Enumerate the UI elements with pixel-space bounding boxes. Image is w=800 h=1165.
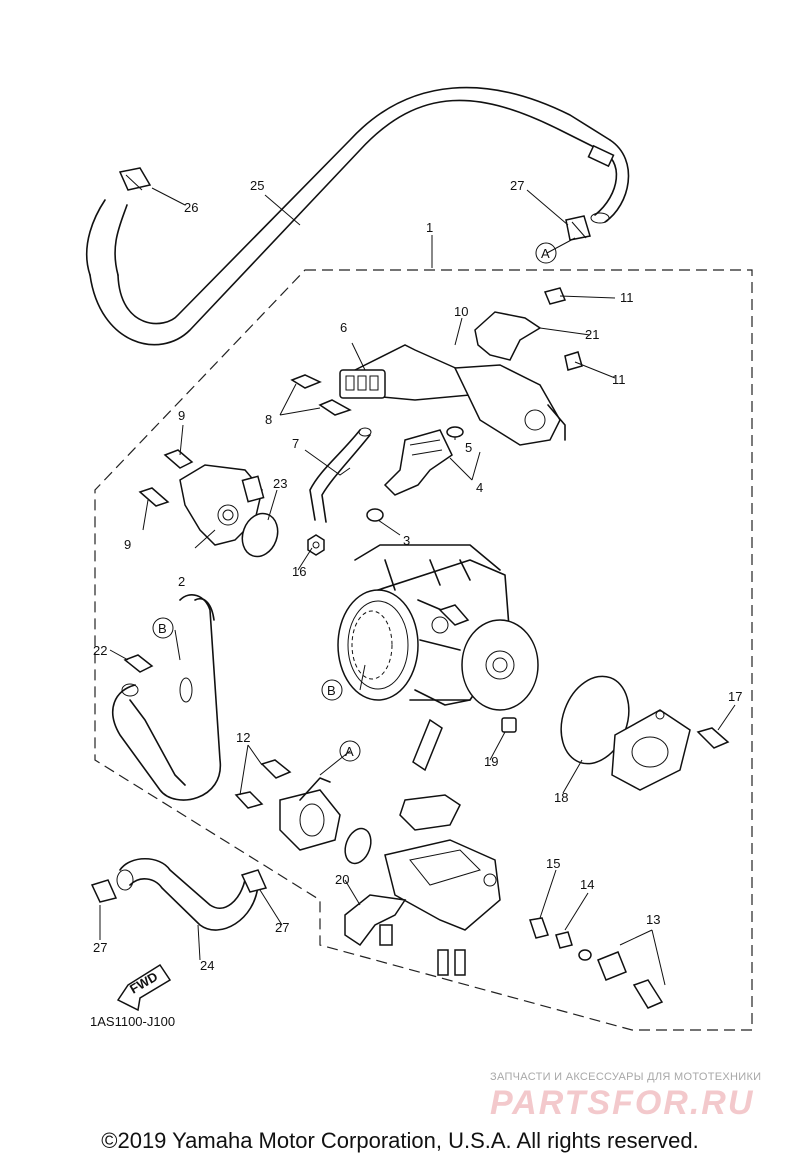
throttle-body-exploded-diagram: FWD: [85, 86, 753, 1031]
callout-12: 12: [236, 730, 250, 745]
ref-b-body: B: [327, 683, 336, 698]
bracket-20: [344, 894, 407, 947]
callout-9-bottom: 9: [124, 537, 131, 552]
ref-b-left: B: [158, 621, 167, 636]
callout-14: 14: [580, 877, 594, 892]
callout-20: 20: [335, 872, 349, 887]
ref-a-lower: A: [345, 744, 354, 759]
idle-adjust-parts: [529, 917, 664, 1009]
callout-24: 24: [200, 958, 214, 973]
throttle-position-sensor-2: [179, 464, 265, 546]
callout-18: 18: [554, 790, 568, 805]
throttle-body: [337, 544, 539, 711]
gasket: [399, 794, 461, 831]
callout-23: 23: [273, 476, 287, 491]
hose-clip-27-left: [90, 879, 118, 903]
callout-27-right: 27: [275, 920, 289, 935]
callout-27-top: 27: [510, 178, 524, 193]
callout-27-left: 27: [93, 940, 107, 955]
fuel-injector-bracket-10: [354, 344, 566, 446]
callout-17: 17: [728, 689, 742, 704]
callout-26: 26: [184, 200, 198, 215]
hose-b: [111, 594, 221, 801]
hose-24: [116, 858, 259, 931]
hose-clip-27-right: [240, 869, 268, 893]
callout-11-bottom: 11: [612, 372, 626, 387]
ref-a-top: A: [541, 246, 550, 261]
callout-9-top: 9: [178, 408, 185, 423]
sensor-connector-6: [339, 369, 386, 399]
fuel-injector-4: [383, 429, 453, 496]
callout-5: 5: [465, 440, 472, 455]
assembly-boundary: [94, 269, 753, 1031]
o-ring-ia: [344, 827, 372, 865]
copyright-footer: ©2019 Yamaha Motor Corporation, U.S.A. A…: [101, 1128, 699, 1153]
screws: [138, 287, 730, 976]
cover-17: [611, 709, 691, 791]
hose-clip-27-top: [565, 215, 591, 241]
o-ring-23: [241, 512, 279, 558]
watermark-tagline: ЗАПЧАСТИ И АКСЕССУАРЫ ДЛЯ МОТОТЕХНИКИ: [490, 1071, 762, 1083]
callout-1: 1: [426, 220, 433, 235]
callout-15: 15: [546, 856, 560, 871]
watermark-brand: PARTSFOR.RU: [490, 1084, 755, 1122]
o-ring-5: [446, 426, 464, 438]
callout-16: 16: [292, 564, 306, 579]
hose-25: [85, 86, 630, 346]
callout-3: 3: [403, 533, 410, 548]
leader-lines: [99, 187, 736, 986]
callout-8: 8: [265, 412, 272, 427]
callout-11-top: 11: [620, 290, 634, 305]
fwd-arrow: FWD: [116, 963, 172, 1012]
seal-3: [366, 508, 384, 522]
callouts: 1 2 3 4 5 6 7 8 9 9 10 11 11 12 13 14 15…: [93, 178, 742, 973]
callout-13: 13: [646, 912, 660, 927]
hose-clip-26: [118, 167, 152, 191]
bracket-21: [474, 311, 542, 361]
drawing-code: 1AS1100-J100: [90, 1014, 175, 1029]
nut-16: [307, 534, 325, 556]
callout-25: 25: [250, 178, 264, 193]
callout-7: 7: [292, 436, 299, 451]
hose-7: [309, 427, 372, 523]
callout-19: 19: [484, 754, 498, 769]
plug-19: [501, 717, 517, 733]
callout-6: 6: [340, 320, 347, 335]
idle-air-valve-body: [384, 839, 501, 931]
reference-markers: A A B B: [152, 242, 557, 762]
callout-2: 2: [178, 574, 185, 589]
intake-joint: [279, 777, 341, 851]
callout-10: 10: [454, 304, 468, 319]
callout-4: 4: [476, 480, 483, 495]
hose-clamp-22: [123, 654, 154, 673]
callout-22: 22: [93, 643, 107, 658]
callout-21: 21: [585, 327, 599, 342]
